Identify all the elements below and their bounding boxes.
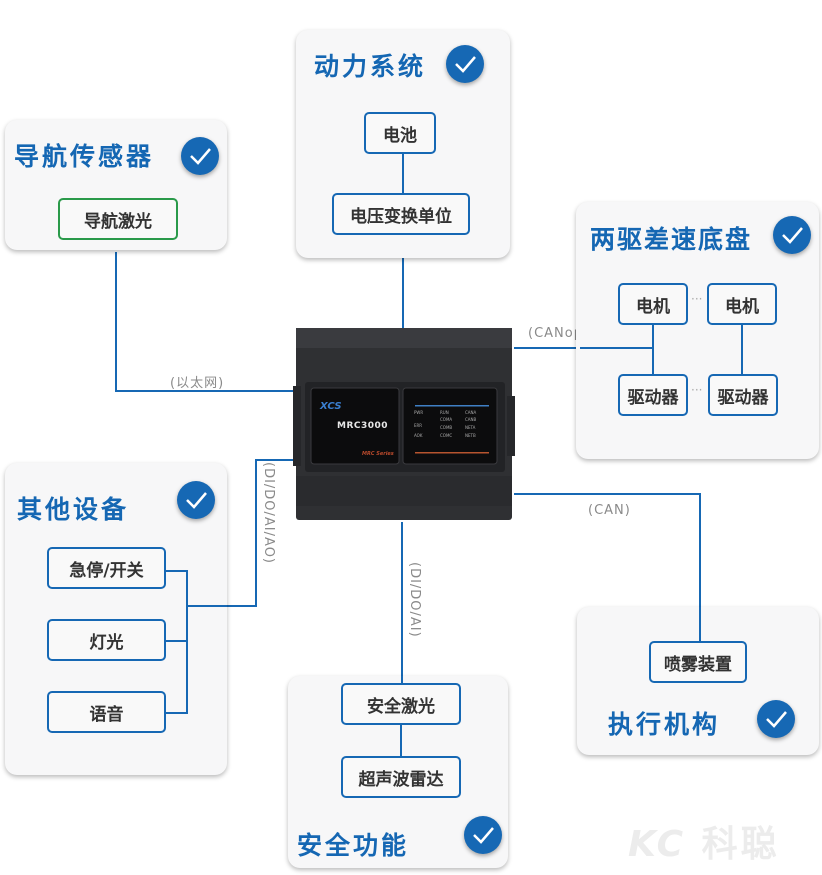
card-actuator: 喷雾装置 执行机构 xyxy=(577,607,819,755)
node-voltage-converter[interactable]: 电压变换单位 xyxy=(332,193,470,235)
led-label-neta: NETA xyxy=(465,425,476,430)
line-can-horizontal xyxy=(514,493,700,495)
line-nav-horizontal xyxy=(115,390,295,392)
card-power-system: 动力系统 电池 电压变换单位 xyxy=(296,30,510,258)
link-label-di-do-ai-ao: (DI/DO/AI/AO) xyxy=(261,462,276,564)
controller-brand-logo: XCS xyxy=(320,401,342,412)
node-emergency-stop[interactable]: 急停/开关 xyxy=(47,547,166,589)
link-label-can: (CAN) xyxy=(588,503,631,518)
ellipsis-drivers: ··· xyxy=(691,383,703,397)
check-circle-icon xyxy=(181,137,219,175)
line-can-vertical xyxy=(699,493,701,643)
line-other-tap-front-1 xyxy=(165,570,187,572)
card-other-devices: 其他设备 急停/开关 灯光 语音 xyxy=(5,463,227,775)
led-label-comb: COMB xyxy=(440,425,453,430)
line-canopen-end xyxy=(580,347,654,349)
line-other-bus-front xyxy=(186,570,188,714)
node-driver-1[interactable]: 驱动器 xyxy=(618,374,688,416)
card-title: 安全功能 xyxy=(297,831,410,860)
line-safety-inner xyxy=(400,725,402,756)
led-label-coma: COMA xyxy=(440,417,453,422)
line-other-tap-front-2 xyxy=(165,640,187,642)
led-label-pwr: PWR xyxy=(414,410,424,415)
node-voice[interactable]: 语音 xyxy=(47,691,166,733)
line-other-tap-front-3 xyxy=(165,712,187,714)
check-circle-icon xyxy=(446,45,484,83)
led-label-canb: CANB xyxy=(465,417,477,422)
node-battery[interactable]: 电池 xyxy=(364,112,436,154)
node-driver-2[interactable]: 驱动器 xyxy=(708,374,778,416)
check-circle-icon xyxy=(177,481,215,519)
node-safety-laser[interactable]: 安全激光 xyxy=(341,683,461,725)
node-spray-device[interactable]: 喷雾装置 xyxy=(649,641,747,683)
card-navigation-sensors: 导航传感器 导航激光 xyxy=(5,120,227,250)
line-nav-vertical xyxy=(115,252,117,392)
line-power-inner xyxy=(402,152,404,194)
led-label-cana: CANA xyxy=(465,410,477,415)
check-circle-icon xyxy=(773,216,811,254)
card-title: 执行机构 xyxy=(608,710,721,739)
line-other-vertical xyxy=(255,459,257,606)
led-label-netb: NETB xyxy=(465,433,476,438)
watermark-logo: KC 科聪 xyxy=(628,815,780,867)
controller-mrc3000[interactable]: XCS MRC3000 MRC Series PWR RUN CANA ERR … xyxy=(293,326,515,524)
node-motor-1[interactable]: 电机 xyxy=(618,283,688,325)
link-label-ethernet: (以太网) xyxy=(170,376,225,391)
node-lights[interactable]: 灯光 xyxy=(47,619,166,661)
card-title: 两驱差速底盘 xyxy=(590,225,753,254)
led-label-err: ERR xyxy=(414,423,423,428)
line-safety-vertical xyxy=(401,522,403,684)
controller-series: MRC Series xyxy=(362,451,394,457)
controller-model: MRC3000 xyxy=(337,421,389,431)
check-circle-icon xyxy=(464,816,502,854)
watermark-latin: KC xyxy=(628,824,687,865)
card-safety: 安全激光 超声波雷达 安全功能 xyxy=(288,676,508,868)
card-title: 动力系统 xyxy=(314,52,427,81)
node-ultrasonic-radar[interactable]: 超声波雷达 xyxy=(341,756,461,798)
node-navigation-laser[interactable]: 导航激光 xyxy=(58,198,178,240)
card-title: 其他设备 xyxy=(17,495,130,524)
led-label-comc: COMC xyxy=(440,433,453,438)
line-other-top xyxy=(255,459,295,461)
check-circle-icon xyxy=(757,700,795,738)
led-label-aok: AOK xyxy=(414,433,423,438)
led-label-run: RUN xyxy=(440,410,449,415)
line-can-entry xyxy=(699,607,701,642)
card-chassis: 两驱差速底盘 电机 电机 驱动器 驱动器 ··· ··· xyxy=(576,202,819,459)
ellipsis-motors: ··· xyxy=(691,292,703,306)
card-title: 导航传感器 xyxy=(14,142,155,171)
line-safety-entry xyxy=(401,676,403,684)
line-motor2-driver2 xyxy=(741,325,743,374)
line-motor1-driver1 xyxy=(652,325,654,374)
link-label-di-do-ai: (DI/DO/AI) xyxy=(407,562,422,638)
line-other-join-front xyxy=(186,605,227,607)
watermark-cjk: 科聪 xyxy=(701,824,780,865)
node-motor-2[interactable]: 电机 xyxy=(707,283,777,325)
